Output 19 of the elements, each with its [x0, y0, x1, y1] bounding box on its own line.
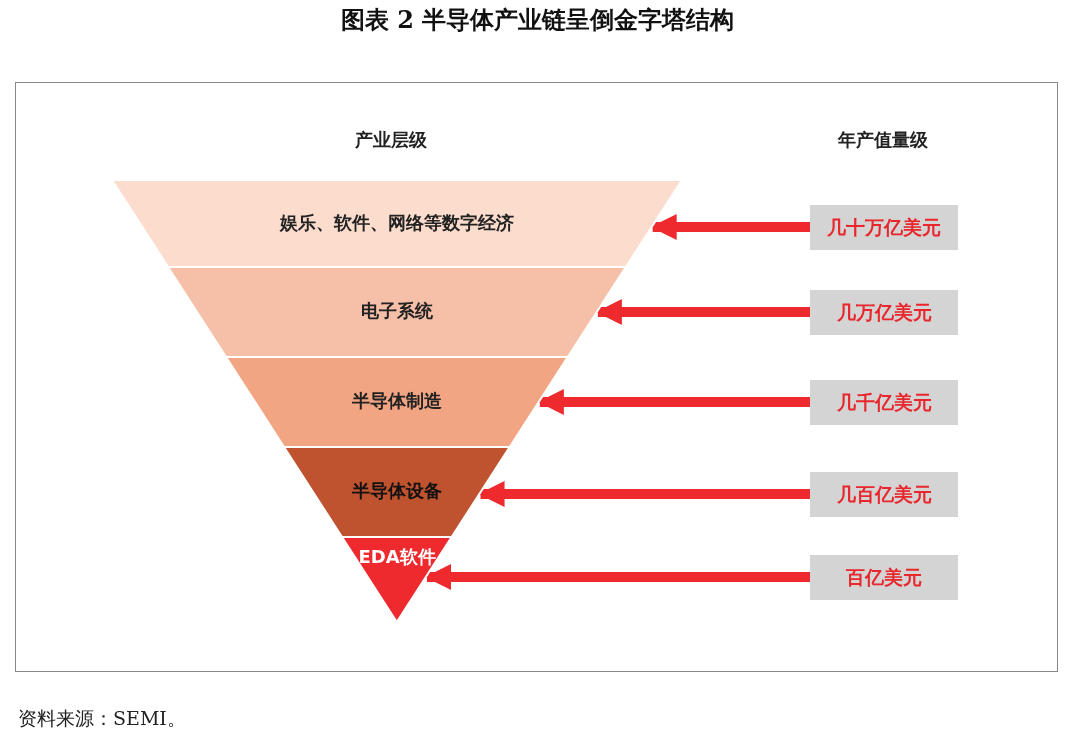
- value-box: 几十万亿美元: [810, 205, 958, 250]
- title: 图表 2 半导体产业链呈倒金字塔结构: [339, 4, 736, 36]
- layer-label: 半导体设备: [351, 479, 443, 503]
- layer-label: 娱乐、软件、网络等数字经济: [278, 210, 515, 235]
- arrow: [595, 299, 810, 325]
- arrow: [425, 564, 810, 590]
- value-box: 几百亿美元: [810, 472, 958, 517]
- arrow: [537, 389, 810, 415]
- value-box: 几千亿美元: [810, 380, 958, 425]
- arrow: [478, 481, 810, 507]
- value-box: 百亿美元: [810, 555, 958, 600]
- column-heading: 年产值量级: [837, 128, 929, 152]
- arrow: [650, 214, 810, 240]
- source-note: 资料来源：SEMI。: [18, 706, 186, 731]
- column-heading: 产业层级: [354, 128, 428, 152]
- value-box: 几万亿美元: [810, 290, 958, 335]
- layer-label: 电子系统: [360, 299, 434, 323]
- layer-label: EDA软件: [357, 545, 437, 569]
- layer-label: 半导体制造: [351, 389, 443, 413]
